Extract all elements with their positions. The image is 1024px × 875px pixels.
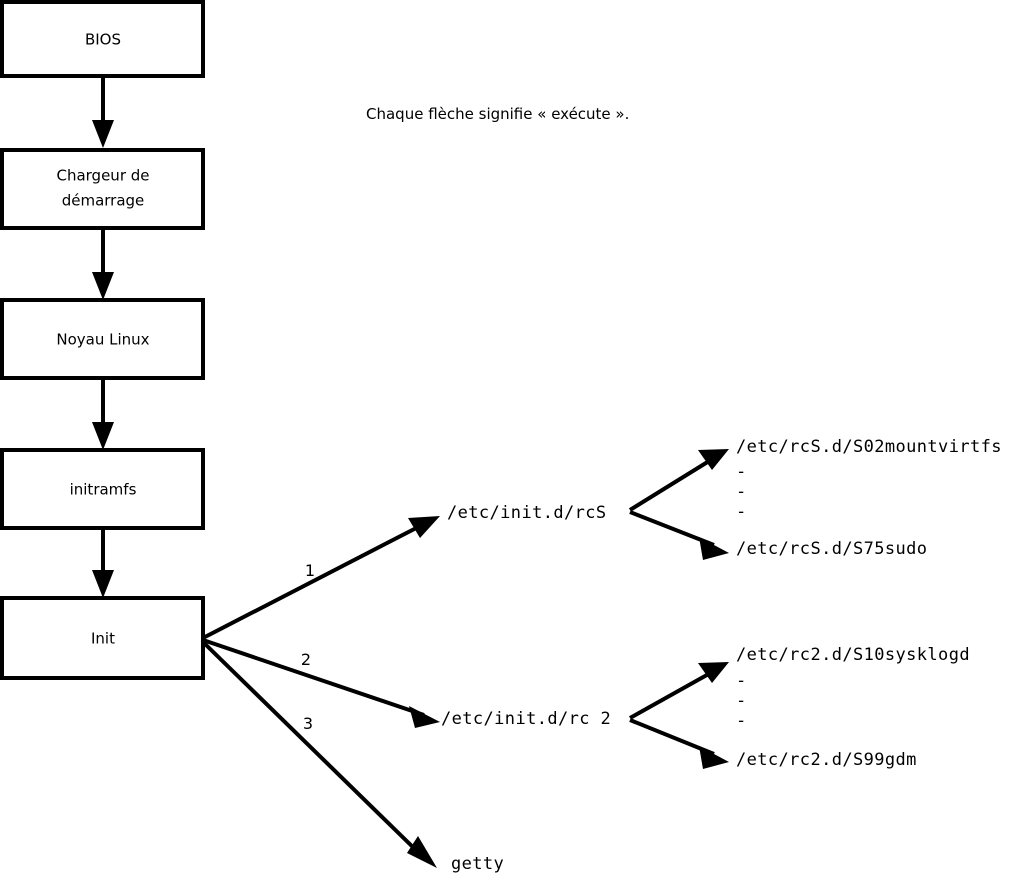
arrow-head-icon	[698, 449, 729, 470]
bios-label: BIOS	[85, 31, 121, 49]
bios-box	[0, 0, 205, 78]
rc2-script-first: /etc/rc2.d/S10sysklogd	[736, 645, 970, 665]
rc2-script-last: /etc/rc2.d/S99gdm	[736, 750, 917, 770]
node-init: Init	[0, 596, 205, 680]
arrow-head-icon	[409, 706, 440, 728]
arrow-initramfs-to-init	[92, 528, 114, 598]
rc2-ellipsis-dash-3: -	[736, 711, 746, 731]
diagram-caption: Chaque flèche signifie « exécute ».	[366, 105, 629, 123]
rcs-script-last: /etc/rcS.d/S75sudo	[736, 539, 927, 559]
arrow-head-down-icon	[92, 272, 114, 300]
connector-line	[202, 638, 425, 717]
initramfs-box	[0, 448, 205, 530]
arrow-head-down-icon	[92, 422, 114, 450]
arrow-bios-to-bootloader	[92, 76, 114, 148]
bootloader-box	[0, 148, 205, 230]
branch-label-getty: getty	[451, 854, 504, 874]
rcs-ellipsis-dash-3: -	[736, 502, 746, 522]
rc2-ellipsis-dash-1: -	[736, 671, 746, 691]
arrow-head-icon	[407, 836, 437, 868]
node-bios: BIOS	[0, 0, 205, 78]
branch-label-rcs: /etc/init.d/rcS	[447, 503, 607, 523]
arrow-init-to-getty: 3	[201, 640, 437, 868]
arrow-rcs-to-first-script	[628, 449, 729, 512]
arrow-head-down-icon	[92, 570, 114, 598]
kernel-box	[0, 298, 205, 380]
rc2-ellipsis-dash-2: -	[736, 691, 746, 711]
node-kernel: Noyau Linux	[0, 298, 205, 380]
arrow-head-icon	[698, 662, 729, 683]
node-bootloader: Chargeur de démarrage	[0, 148, 205, 230]
kernel-label: Noyau Linux	[56, 331, 149, 349]
arrow-head-icon	[408, 516, 440, 538]
node-initramfs: initramfs	[0, 448, 205, 530]
arrow-kernel-to-initramfs	[92, 378, 114, 450]
edge-number-2: 2	[301, 650, 311, 669]
arrow-rc2-to-first-script	[629, 662, 729, 720]
connector-line	[202, 522, 425, 640]
rcs-ellipsis-dash-1: -	[736, 462, 746, 482]
arrow-init-to-rc2: 2	[202, 638, 440, 728]
init-box	[0, 596, 205, 680]
arrow-head-down-icon	[92, 120, 114, 148]
init-label: Init	[91, 630, 115, 648]
arrow-head-icon	[699, 746, 729, 769]
bootloader-label-line2: démarrage	[62, 192, 145, 210]
connector-line	[201, 640, 423, 857]
arrow-bootloader-to-kernel	[92, 228, 114, 300]
edge-number-1: 1	[305, 561, 315, 580]
connector-line	[629, 669, 715, 720]
bootloader-label-line1: Chargeur de	[56, 167, 149, 185]
edge-number-3: 3	[303, 714, 313, 733]
rcs-script-first: /etc/rcS.d/S02mountvirtfs	[736, 437, 1002, 457]
connector-line	[628, 456, 716, 512]
initramfs-label: initramfs	[70, 481, 137, 499]
arrow-rc2-to-last-script	[629, 718, 729, 769]
branch-label-rc2: /etc/init.d/rc 2	[441, 709, 611, 729]
arrow-head-icon	[699, 537, 729, 560]
arrow-init-to-rcs: 1	[202, 516, 440, 640]
rcs-ellipsis-dash-2: -	[736, 482, 746, 502]
arrow-rcs-to-last-script	[629, 510, 729, 560]
